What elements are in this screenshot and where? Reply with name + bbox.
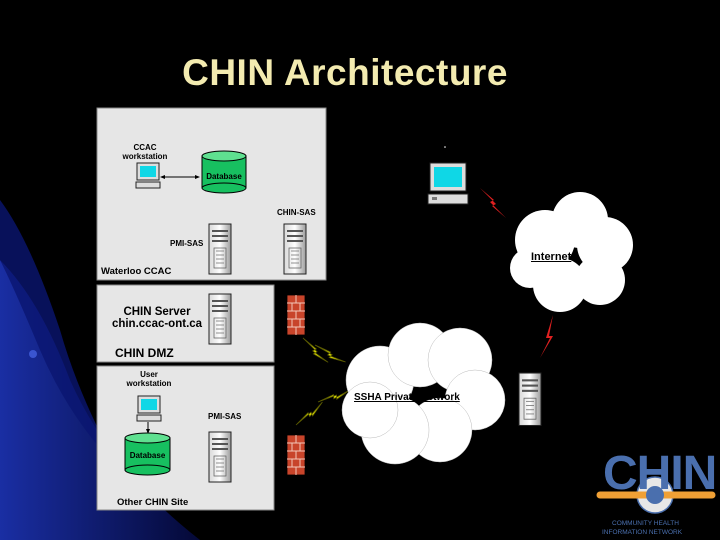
other-site-label: Other CHIN Site <box>117 497 189 508</box>
database-label: Database <box>206 172 242 181</box>
pmi-sas-label: PMI-SAS <box>170 239 204 248</box>
background-swoosh <box>0 260 200 540</box>
other-database-label: Database <box>129 451 166 460</box>
waterloo-site-label: Waterloo CCAC <box>101 266 172 277</box>
chin-server-name: CHIN Server <box>123 306 191 318</box>
chin-sas-label: CHIN-SAS <box>277 208 316 217</box>
network-server-icon <box>518 372 542 427</box>
chin-dmz-label: CHIN DMZ <box>115 346 174 360</box>
chin-server-icon <box>208 293 232 345</box>
other-pmi-sas-server-icon <box>208 431 232 483</box>
lightning-icon <box>314 335 346 372</box>
user-workstation-icon <box>136 395 162 422</box>
pmi-sas-server-icon <box>208 223 232 275</box>
other-pmi-sas-label: PMI-SAS <box>208 412 242 421</box>
ccac-workstation-label: CCAC workstation <box>122 143 168 161</box>
logo-line-2: INFORMATION NETWORK <box>602 529 683 536</box>
dmz-panel <box>96 284 275 363</box>
user-workstation-label: User workstation <box>126 370 172 388</box>
firewall-icon-lower <box>286 434 306 476</box>
chin-sas-server-icon <box>283 223 307 275</box>
remote-workstation-icon <box>427 162 469 205</box>
page-title: CHIN Architecture <box>182 52 508 93</box>
lightning-icon <box>292 401 326 426</box>
ccac-workstation-icon <box>135 162 161 189</box>
private-network-label: SSHA Private Network <box>354 392 460 403</box>
logo-line-1: COMMUNITY HEALTH <box>612 520 679 527</box>
database-icon <box>201 150 247 194</box>
private-network-cloud-icon <box>341 322 506 465</box>
chin-server-host: chin.ccac-ont.ca <box>111 318 203 330</box>
internet-label: Internet <box>531 251 572 263</box>
lightning-red-icon <box>480 188 506 218</box>
chin-logo <box>596 476 716 514</box>
other-database-icon <box>124 432 171 476</box>
firewall-icon <box>286 294 306 336</box>
internet-cloud-icon <box>510 192 633 312</box>
lightning-red-icon <box>540 315 553 358</box>
logo-wordmark: CHIN <box>603 447 717 500</box>
